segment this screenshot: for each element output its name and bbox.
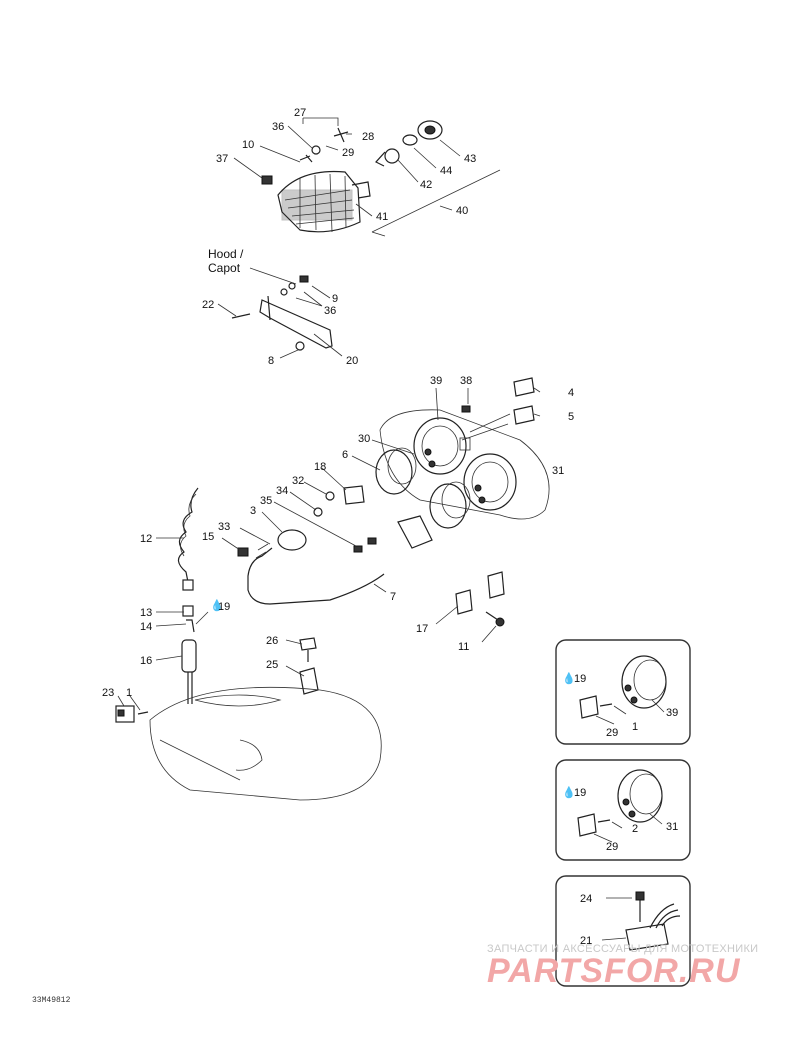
headlight-assembly [261, 120, 501, 237]
callout-4: 4 [568, 387, 574, 399]
headlight-leaders [233, 117, 461, 217]
callout-13: 13 [140, 607, 152, 619]
callout-22: 22 [202, 299, 214, 311]
callout-38: 38 [460, 375, 472, 387]
callout-20: 20 [346, 355, 358, 367]
callout-44: 44 [440, 165, 452, 177]
hood-label-line1: Hood / [208, 247, 244, 261]
hood-label: Hood / Capot [208, 247, 243, 275]
hood-label-line2: Capot [208, 261, 241, 275]
callout-14: 14 [140, 621, 152, 633]
callout-3: 3 [250, 505, 256, 517]
callout-1-main: 1 [126, 687, 132, 699]
callout-43: 43 [464, 153, 476, 165]
callout-36-hood: 36 [324, 305, 336, 317]
drawing-code: 33M49812 [32, 996, 71, 1005]
callout-33: 33 [218, 521, 230, 533]
watermark-tagline: ЗАПЧАСТИ И АКСЕССУАРЫ ДЛЯ МОТОТЕХНИКИ [487, 943, 759, 955]
cable-leaders [117, 537, 497, 711]
callout-29-headlight: 29 [342, 147, 354, 159]
callout-29-inset1: 29 [606, 727, 618, 739]
callout-7: 7 [390, 591, 396, 603]
callout-2: 2 [632, 823, 638, 835]
callout-42: 42 [420, 179, 432, 191]
inset-gauge-39 [555, 639, 691, 745]
callout-39-inset1: 39 [666, 707, 678, 719]
callout-31-main: 31 [552, 465, 564, 477]
callout-32: 32 [292, 475, 304, 487]
callout-29-inset2: 29 [606, 841, 618, 853]
callout-27: 27 [294, 107, 306, 119]
callout-28: 28 [362, 131, 374, 143]
callout-16: 16 [140, 655, 152, 667]
callout-40: 40 [456, 205, 468, 217]
gauge-cluster [313, 377, 550, 553]
callout-24: 24 [580, 893, 592, 905]
watermark-logo: PARTSFOR.RU [487, 952, 741, 990]
callout-31-inset2: 31 [666, 821, 678, 833]
callout-11: 11 [458, 641, 469, 653]
callout-39-main: 39 [430, 375, 442, 387]
cable-and-sender [115, 487, 505, 801]
callout-8: 8 [268, 355, 274, 367]
callout-37: 37 [216, 153, 228, 165]
hood-bracket [217, 267, 343, 359]
callout-18: 18 [314, 461, 326, 473]
callout-10: 10 [242, 139, 254, 151]
inset-gauge-31 [555, 759, 691, 861]
callout-5: 5 [568, 411, 574, 423]
callout-23: 23 [102, 687, 114, 699]
callout-9: 9 [332, 293, 338, 305]
callout-35: 35 [260, 495, 272, 507]
inset-regulator [555, 875, 691, 987]
callout-15: 15 [202, 531, 214, 543]
callout-36-headlight: 36 [272, 121, 284, 133]
callout-25: 25 [266, 659, 278, 671]
callout-17: 17 [416, 623, 428, 635]
callout-26: 26 [266, 635, 278, 647]
callout-19-inset1: 19 [574, 673, 586, 685]
callout-1-inset1: 1 [632, 721, 638, 733]
drop-icon-19-main: 💧 [210, 599, 224, 612]
callout-41: 41 [376, 211, 388, 223]
drop-icon-19-inset2: 💧 [562, 786, 576, 799]
drop-icon-19-inset1: 💧 [562, 672, 576, 685]
callout-6: 6 [342, 449, 348, 461]
callout-21: 21 [580, 935, 592, 947]
callout-19-inset2: 19 [574, 787, 586, 799]
callout-labels: 27 36 28 10 29 37 43 44 42 41 40 9 36 22… [102, 107, 678, 947]
callout-19-main: 19 [218, 601, 230, 613]
callout-12: 12 [140, 533, 152, 545]
callout-34: 34 [276, 485, 288, 497]
callout-30: 30 [358, 433, 370, 445]
gauge-leaders [239, 387, 541, 547]
